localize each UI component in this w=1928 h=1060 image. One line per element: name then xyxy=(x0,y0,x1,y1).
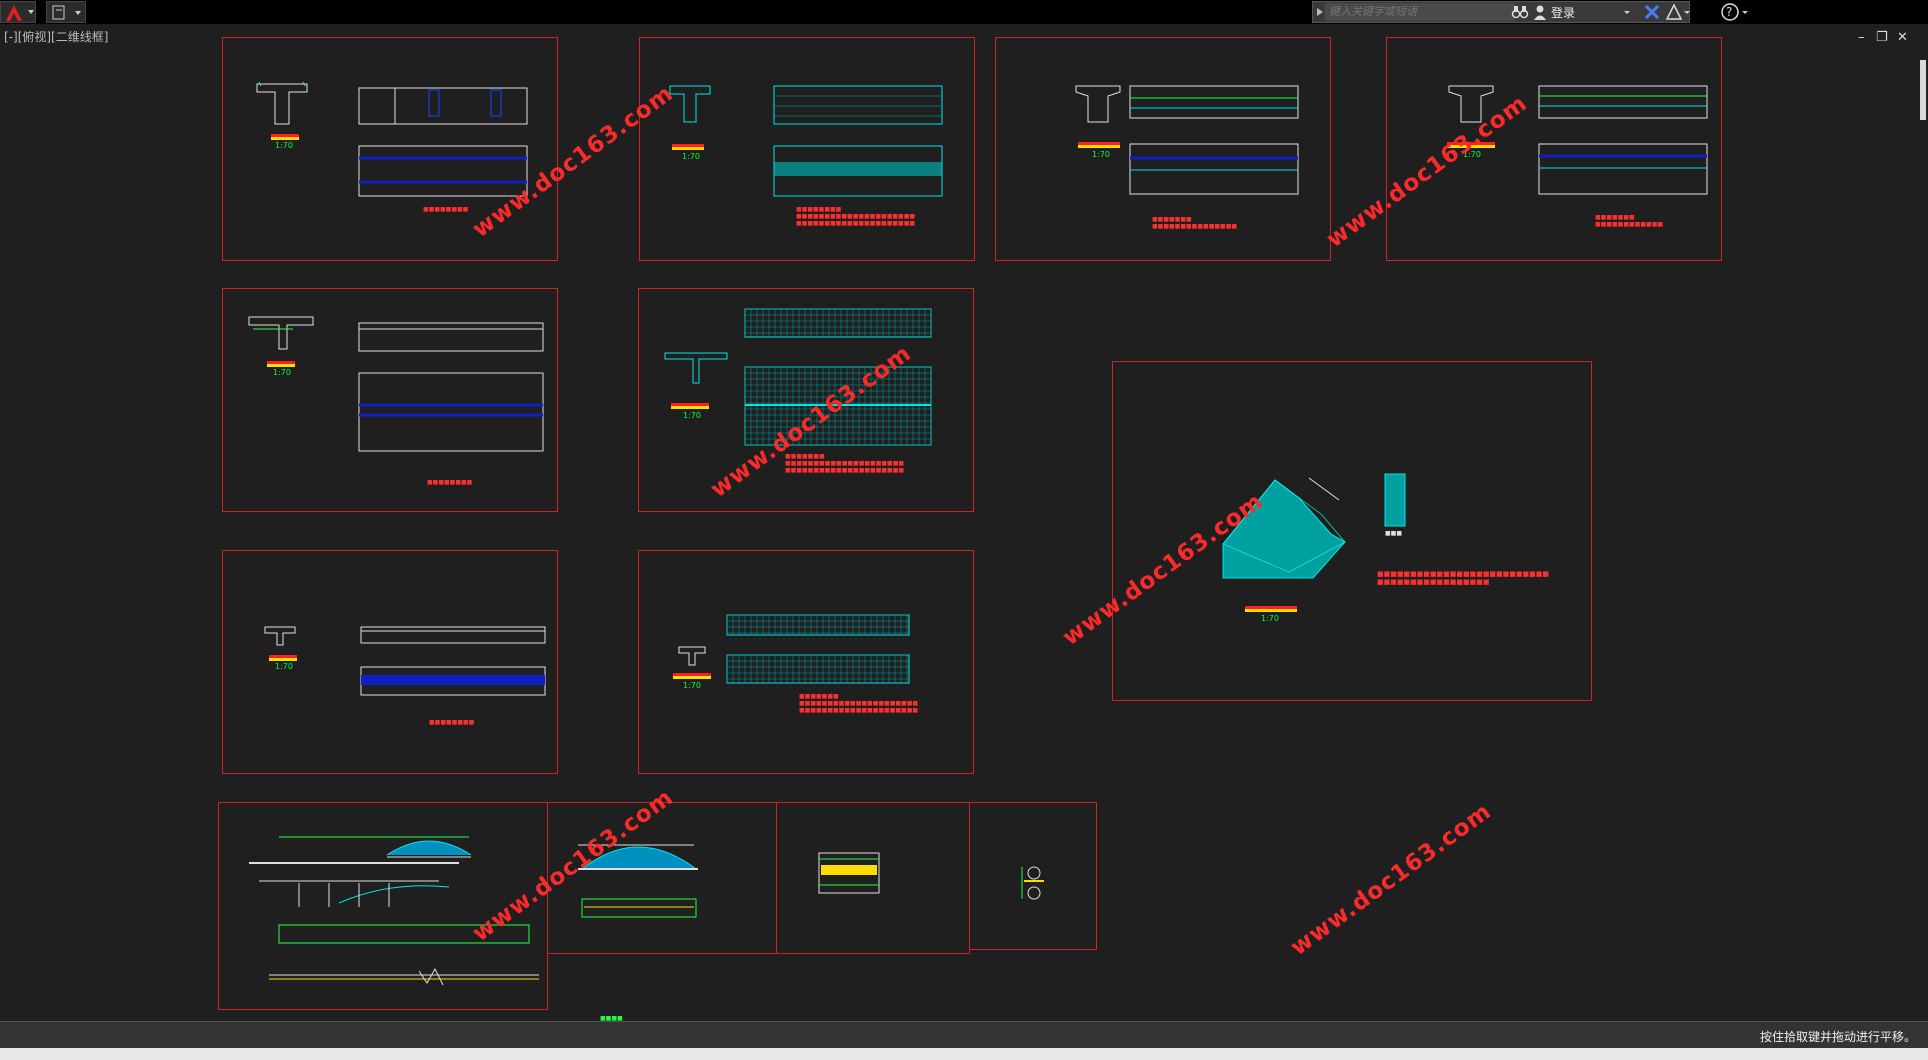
rebar-layout-drawing xyxy=(669,85,943,197)
note-text: ■■■ xyxy=(1385,530,1403,537)
drawing-sheet: 1:70 ■■■■■■■■■■■■■■■■■■■■■■■■■■■■■■■■■■■… xyxy=(638,550,974,774)
cross-section-drawing xyxy=(818,852,880,894)
note-text: ■■■■■■■■■■■■■■■■■■■■■■ xyxy=(1152,216,1238,230)
beam-section-drawing xyxy=(264,626,546,696)
note-text: ■■■■■■■■ xyxy=(423,206,469,213)
note-text: ■■■■■■■■■■■■■■■■■■■■■■■■■■■■■■■■■■■■■■■■… xyxy=(1377,570,1549,586)
drawing-sheet: 1:70 ■■■■■■■■■■■■■■■■■■■ xyxy=(1386,37,1722,261)
note-text: ■■■■■■■■■■■■■■■■■■■■■■■■■■■■■■■■■■■■■■■■… xyxy=(799,693,919,714)
drawing-sheet: ■■■ 1:70 ■■■■■■■■■■■■■■■■■■■■■■■■■■■■■■■… xyxy=(1112,361,1592,701)
drawing-sheet xyxy=(547,802,777,954)
note-text: ■■■■■■■■■■■■■■■■■■■■■■■■■■■■■■■■■■■■■■■■… xyxy=(785,453,905,474)
drawing-sheet: 1:70 ■■■■■■■■■■■■■■■■■■■■■■ xyxy=(995,37,1331,261)
autocad-logo-icon xyxy=(6,5,34,21)
scale-label: 1:70 xyxy=(1092,150,1110,159)
bridge-general-layout-drawing xyxy=(249,836,539,986)
scale-label: 1:70 xyxy=(275,662,293,671)
sign-in-label: 登录 xyxy=(1551,6,1576,20)
scrollbar[interactable] xyxy=(1920,60,1926,120)
drawing-sheet: 1:70 ■■■■■■■■ xyxy=(222,37,558,261)
scale-label: 1:70 xyxy=(273,368,291,377)
scale-label: 1:70 xyxy=(1261,614,1279,623)
user-icon xyxy=(1534,5,1546,20)
minimize-icon[interactable]: – xyxy=(1858,30,1865,45)
quick-access-button[interactable] xyxy=(46,1,86,23)
help-icon[interactable]: ? xyxy=(1720,1,1750,23)
pier-detail-drawing xyxy=(1021,866,1044,900)
skew-slab-rebar-drawing xyxy=(1222,473,1406,579)
viewport-controls-label[interactable]: [-][俯视][二维线框] xyxy=(4,30,109,44)
rebar-grid-drawing xyxy=(664,308,932,446)
a360-icon[interactable] xyxy=(1665,2,1691,22)
svg-text:?: ? xyxy=(1726,5,1732,19)
restore-icon[interactable]: ❐ xyxy=(1876,30,1888,45)
rebar-elevation-drawing xyxy=(678,614,910,684)
scale-label: 1:70 xyxy=(1463,150,1481,159)
document-icon xyxy=(52,5,81,20)
x-exchange-icon[interactable] xyxy=(1643,2,1665,22)
chevron-down-icon xyxy=(1624,11,1630,14)
drawing-sheet xyxy=(969,802,1097,950)
drawing-sheet: 1:70 ■■■■■■■■ xyxy=(222,550,558,774)
arch-bridge-elevation-drawing xyxy=(578,844,698,918)
search-box: 登录 xyxy=(1312,1,1690,23)
scale-label: 1:70 xyxy=(683,411,701,420)
scale-label: 1:70 xyxy=(683,681,701,690)
drawing-sheet: 1:70 ■■■■■■■■■■■■■■■■■■■■■■■■■■■■■■■■■■■… xyxy=(638,288,974,512)
beam-elevation-drawing xyxy=(1448,85,1708,195)
drawing-sheet: 1:70 ■■■■■■■■■■■■■■■■■■■■■■■■■■■■■■■■■■■… xyxy=(639,37,975,261)
bottom-strip xyxy=(0,1048,1928,1060)
beam-section-drawing xyxy=(248,316,544,452)
application-menu-button[interactable] xyxy=(0,1,36,23)
search-input[interactable] xyxy=(1325,3,1515,21)
note-text: ■■■■■■■■■■■■■■■■■■■■■■■■■■■■■■■■■■■■■■■■… xyxy=(796,206,916,227)
triangle-right-icon[interactable] xyxy=(1315,2,1325,22)
scale-label: 1:70 xyxy=(682,152,700,161)
binoculars-icon[interactable] xyxy=(1511,2,1529,22)
beam-section-drawing xyxy=(256,81,528,197)
sign-in-button[interactable]: 登录 xyxy=(1533,3,1633,21)
note-text: ■■■■■■■■ xyxy=(429,719,475,726)
note-text: ■■■■■■■■■■■■■■■■■■■ xyxy=(1595,214,1664,228)
note-text: ■■■■ xyxy=(600,1015,623,1022)
scale-label: 1:70 xyxy=(275,141,293,150)
beam-elevation-drawing xyxy=(1075,85,1299,195)
drawing-sheet xyxy=(776,802,970,954)
status-message: 按住拾取键并拖动进行平移。 xyxy=(1759,1030,1916,1044)
note-text: ■■■■■■■■ xyxy=(427,479,473,486)
close-icon[interactable]: ✕ xyxy=(1897,30,1908,45)
title-bar: 登录 ? xyxy=(0,0,1928,24)
drawing-sheet: 1:70 ■■■■■■■■ xyxy=(222,288,558,512)
drawing-sheet xyxy=(218,802,548,1010)
status-bar: 按住拾取键并拖动进行平移。 xyxy=(0,1021,1928,1048)
